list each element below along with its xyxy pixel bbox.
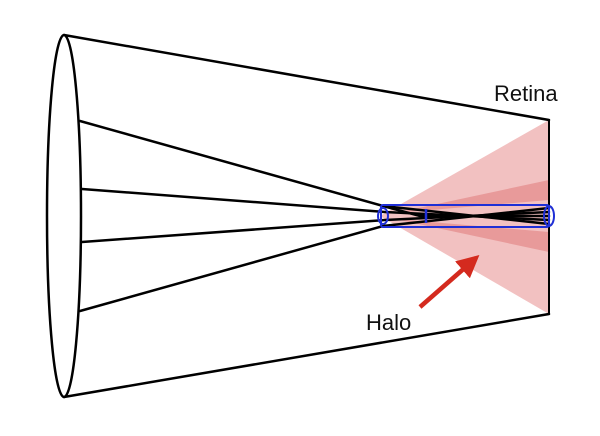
ray-cross-a — [381, 204, 551, 218]
retina-label: Retina — [494, 81, 558, 106]
focal-cylinder — [377, 204, 555, 228]
light-rays — [62, 33, 551, 399]
ray-top-outer — [62, 33, 551, 122]
halo-label: Halo — [366, 310, 411, 335]
ray-bottom-outer — [62, 312, 551, 399]
lens-ellipse — [45, 33, 83, 399]
ray-upper-2 — [80, 187, 551, 222]
halo-arrow — [418, 255, 480, 309]
